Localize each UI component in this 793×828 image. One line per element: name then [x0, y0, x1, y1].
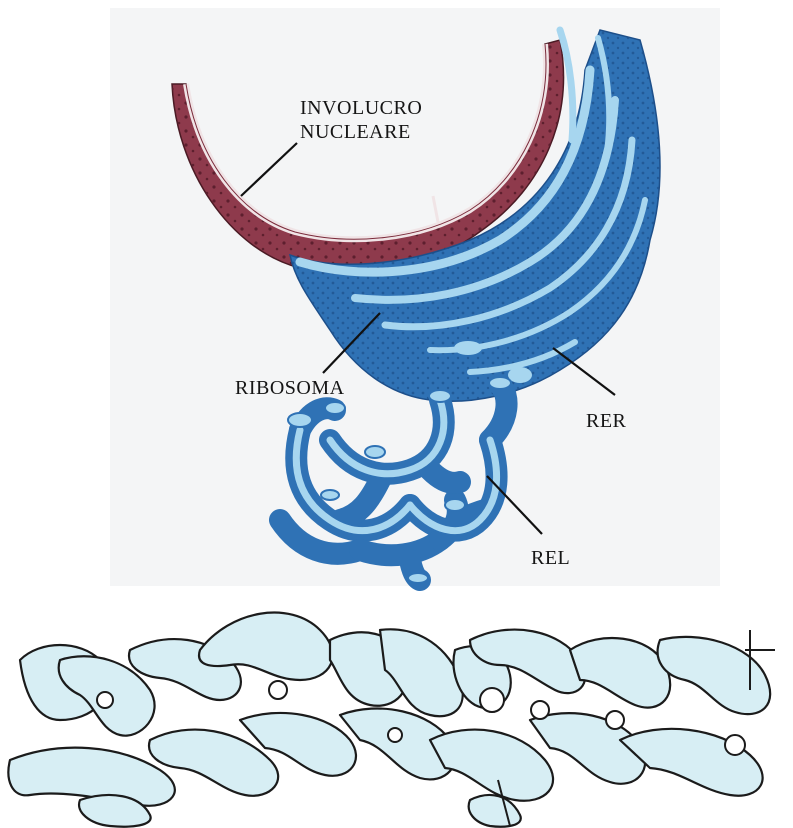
- tubule-network-panel: [0, 596, 793, 828]
- er-illustration: [0, 0, 793, 596]
- label-ribosome: RIBOSOMA: [235, 377, 345, 399]
- leader-rer: [553, 348, 615, 395]
- leader-envelope: [241, 143, 297, 196]
- label-envelope-line1: INVOLUCRO: [300, 97, 422, 119]
- smooth-er: [280, 377, 511, 583]
- label-rel: REL: [531, 547, 570, 569]
- label-rer: RER: [586, 410, 626, 432]
- label-envelope-line2: NUCLEARE: [300, 121, 411, 143]
